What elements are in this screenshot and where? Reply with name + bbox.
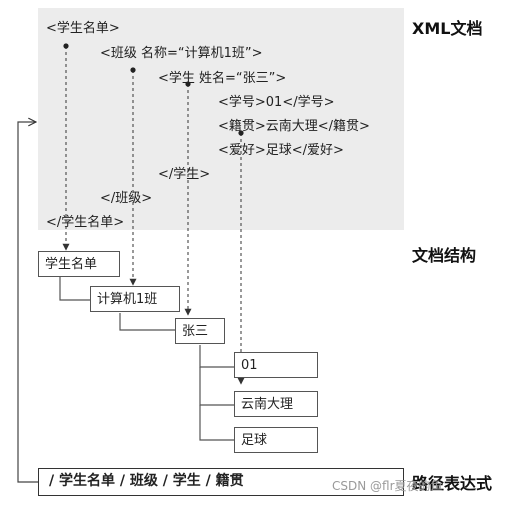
tree-node-class: 计算机1班 (90, 286, 180, 312)
mapping-dots (63, 43, 244, 136)
xml-line-root-open: <学生名单> (46, 21, 120, 36)
tree-node-student: 张三 (175, 318, 225, 344)
xml-document-panel (38, 8, 404, 230)
dashed-mapping-lines (62, 46, 245, 385)
xml-line-id: <学号>01</学号> (218, 95, 335, 110)
xml-line-hometown: <籍贯>云南大理</籍贯> (218, 119, 370, 134)
tree-connectors (59, 277, 234, 441)
heading-document-structure: 文档结构 (412, 246, 477, 265)
feedback-arrow (17, 122, 38, 483)
watermark-text: CSDN @flr夏夜的鱼 (332, 479, 443, 493)
xml-line-student-open: <学生 姓名=“张三”> (158, 71, 287, 86)
xml-line-hobby: <爱好>足球</爱好> (218, 143, 344, 158)
tree-node-hometown: 云南大理 (234, 391, 318, 417)
tree-node-hobby: 足球 (234, 427, 318, 453)
tree-node-student-id: 01 (234, 352, 318, 378)
xml-line-class-close: </班级> (100, 191, 153, 206)
xml-line-student-close: </学生> (158, 167, 211, 182)
heading-path-expression: 路径表达式 (412, 474, 493, 493)
tree-node-student-list: 学生名单 (38, 251, 120, 277)
heading-xml-document: XML文档 (412, 19, 483, 38)
path-expression-box: / 学生名单 / 班级 / 学生 / 籍贯 (38, 468, 404, 496)
xml-line-class-open: <班级 名称=“计算机1班”> (100, 46, 263, 61)
